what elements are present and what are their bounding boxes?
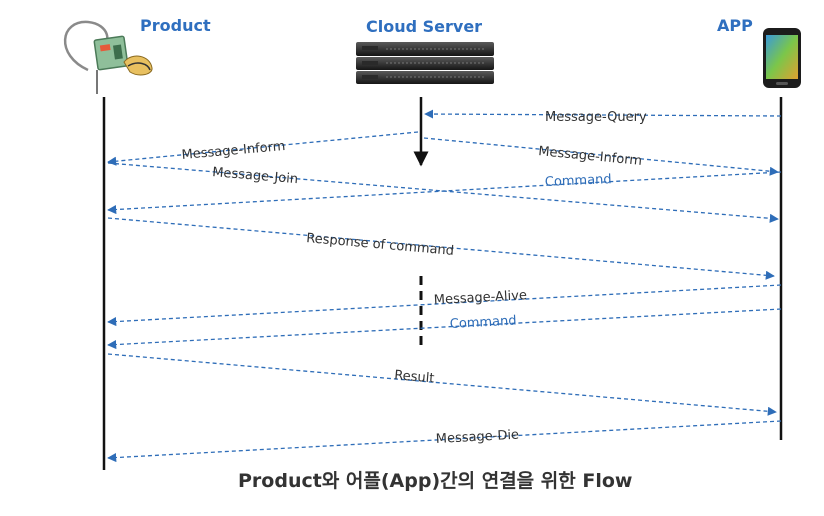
arrow-result <box>107 353 777 416</box>
label-message-inform-app: Message-Inform <box>538 144 643 169</box>
arrow-message-die <box>107 420 782 463</box>
label-command-2: Command <box>449 314 517 332</box>
product-header: Product <box>140 16 211 35</box>
device-with-cable-icon <box>63 20 153 94</box>
label-message-join: Message-Join <box>212 165 299 187</box>
arrow-message-alive <box>107 284 782 327</box>
arrow-message-query <box>424 109 782 119</box>
label-command-1: Command <box>545 172 612 190</box>
arrow-command-2 <box>107 308 782 350</box>
label-message-query: Message-Query <box>545 110 647 125</box>
label-message-inform-product: Message-Inform <box>181 139 286 163</box>
arrow-message-inform-app <box>423 137 779 176</box>
server-rack-icon <box>356 42 494 84</box>
label-response-of-command: Response of command <box>306 231 455 259</box>
arrow-command-1 <box>107 171 782 215</box>
diagram-caption: Product와 어플(App)간의 연결을 위한 Flow <box>238 470 632 492</box>
label-message-alive: Message-Alive <box>433 288 527 308</box>
cloud-server-header: Cloud Server <box>366 17 482 36</box>
app-header: APP <box>717 16 753 35</box>
arrow-message-inform-product <box>107 131 419 166</box>
label-message-die: Message-Die <box>435 428 519 447</box>
label-result: Result <box>394 368 435 386</box>
smartphone-icon <box>763 28 801 88</box>
